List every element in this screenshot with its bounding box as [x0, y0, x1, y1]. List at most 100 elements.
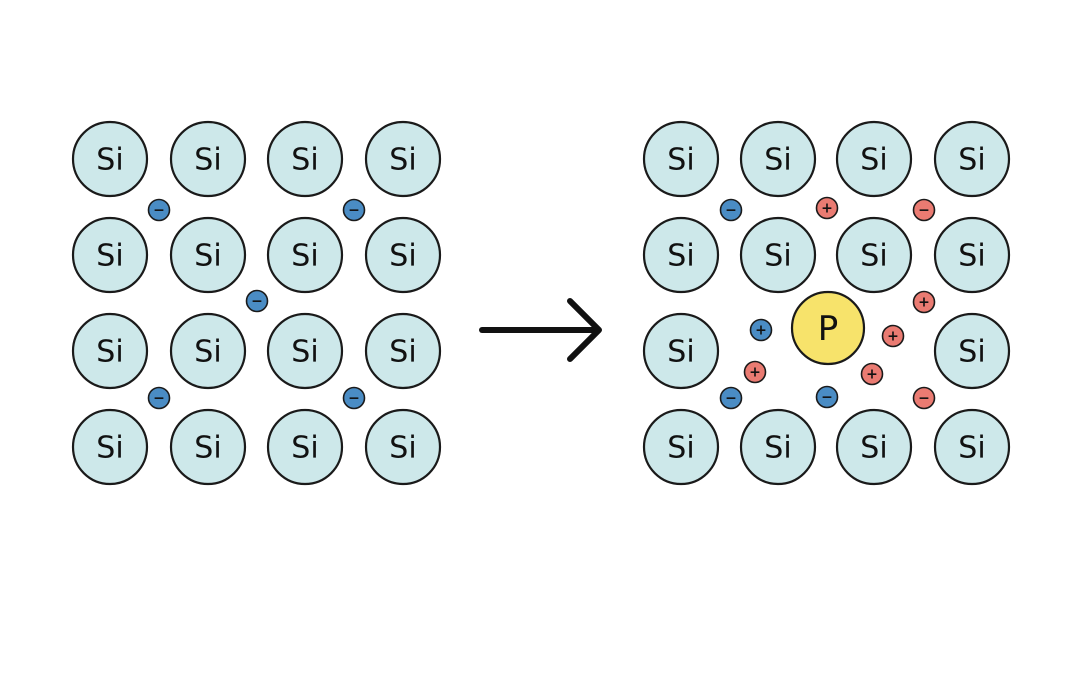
silicon-atom-circle — [933, 216, 1011, 294]
silicon-atom: Si — [739, 216, 817, 294]
silicon-atom-circle — [835, 216, 913, 294]
charge-circle — [749, 318, 773, 342]
silicon-atom-circle — [169, 408, 247, 486]
phosphorus-label: P — [818, 309, 839, 349]
hole-charge: + — [912, 290, 936, 314]
charge-circle — [860, 362, 884, 386]
silicon-label: Si — [291, 335, 318, 370]
electron-charge: − — [815, 385, 839, 409]
silicon-atom: Si — [266, 216, 344, 294]
silicon-atom: Si — [71, 120, 149, 198]
silicon-atom: Si — [364, 216, 442, 294]
charge-sign: − — [348, 391, 360, 407]
silicon-atom-circle — [266, 216, 344, 294]
silicon-label: Si — [667, 239, 694, 274]
silicon-atom-circle — [364, 312, 442, 390]
silicon-atom-circle — [364, 120, 442, 198]
silicon-atom: Si — [642, 120, 720, 198]
silicon-atom-circle — [364, 216, 442, 294]
silicon-label: Si — [96, 143, 123, 178]
charge-circle — [245, 289, 269, 313]
charge-sign: + — [749, 365, 761, 381]
silicon-atom-circle — [71, 408, 149, 486]
charge-circle — [342, 386, 366, 410]
silicon-label: Si — [389, 239, 416, 274]
silicon-label: Si — [764, 239, 791, 274]
silicon-label: Si — [96, 239, 123, 274]
silicon-atom-circle — [739, 120, 817, 198]
charge-sign: − — [725, 203, 737, 219]
charge-circle — [881, 324, 905, 348]
silicon-atom: Si — [739, 408, 817, 486]
silicon-atom-circle — [169, 312, 247, 390]
hole-charge: − — [912, 386, 936, 410]
silicon-atom: Si — [835, 216, 913, 294]
charge-circle — [342, 198, 366, 222]
silicon-atom: Si — [835, 408, 913, 486]
silicon-atom-circle — [266, 408, 344, 486]
charge-circle — [147, 386, 171, 410]
silicon-atom: Si — [71, 312, 149, 390]
silicon-label: Si — [389, 143, 416, 178]
silicon-label: Si — [860, 143, 887, 178]
silicon-label: Si — [958, 239, 985, 274]
silicon-atom: Si — [364, 408, 442, 486]
silicon-label: Si — [764, 431, 791, 466]
charge-circle — [815, 385, 839, 409]
silicon-label: Si — [96, 431, 123, 466]
electron-charge: + — [749, 318, 773, 342]
charge-circle — [912, 386, 936, 410]
charge-sign: + — [866, 367, 878, 383]
hole-charge: + — [860, 362, 884, 386]
electron-charge: − — [719, 386, 743, 410]
charge-sign: − — [821, 390, 833, 406]
silicon-atom-circle — [835, 408, 913, 486]
silicon-atom: Si — [266, 120, 344, 198]
charge-sign: + — [755, 323, 767, 339]
charge-sign: − — [153, 203, 165, 219]
charge-circle — [815, 196, 839, 220]
silicon-atom-circle — [739, 216, 817, 294]
silicon-atom-circle — [169, 216, 247, 294]
silicon-atom: Si — [642, 408, 720, 486]
charge-circle — [743, 360, 767, 384]
electron-charge: − — [719, 198, 743, 222]
silicon-label: Si — [291, 143, 318, 178]
electron-charge: − — [147, 386, 171, 410]
charge-sign: − — [918, 391, 930, 407]
silicon-label: Si — [291, 431, 318, 466]
electron-charge: − — [245, 289, 269, 313]
silicon-atom: Si — [642, 216, 720, 294]
charge-sign: + — [821, 201, 833, 217]
silicon-label: Si — [96, 335, 123, 370]
hole-charge: + — [815, 196, 839, 220]
arrow-head — [567, 298, 602, 362]
silicon-atom: Si — [169, 312, 247, 390]
charge-sign: − — [153, 391, 165, 407]
silicon-atom: Si — [933, 216, 1011, 294]
hole-charge: + — [881, 324, 905, 348]
charge-sign: − — [348, 203, 360, 219]
silicon-label: Si — [764, 143, 791, 178]
silicon-atom-circle — [266, 120, 344, 198]
silicon-label: Si — [194, 431, 221, 466]
silicon-label: Si — [194, 143, 221, 178]
silicon-label: Si — [860, 431, 887, 466]
silicon-atom: Si — [933, 408, 1011, 486]
silicon-atom: Si — [266, 408, 344, 486]
phosphorus-atom-circle — [790, 290, 866, 366]
electron-charge: − — [147, 198, 171, 222]
silicon-label: Si — [958, 143, 985, 178]
silicon-atom-circle — [71, 120, 149, 198]
charge-sign: + — [918, 295, 930, 311]
silicon-atom-circle — [642, 216, 720, 294]
silicon-atom-circle — [169, 120, 247, 198]
silicon-atom-circle — [642, 312, 720, 390]
silicon-atom: Si — [642, 312, 720, 390]
silicon-label: Si — [291, 239, 318, 274]
silicon-atom-circle — [739, 408, 817, 486]
silicon-atom: Si — [739, 120, 817, 198]
silicon-atom-circle — [933, 312, 1011, 390]
silicon-atom: Si — [933, 120, 1011, 198]
